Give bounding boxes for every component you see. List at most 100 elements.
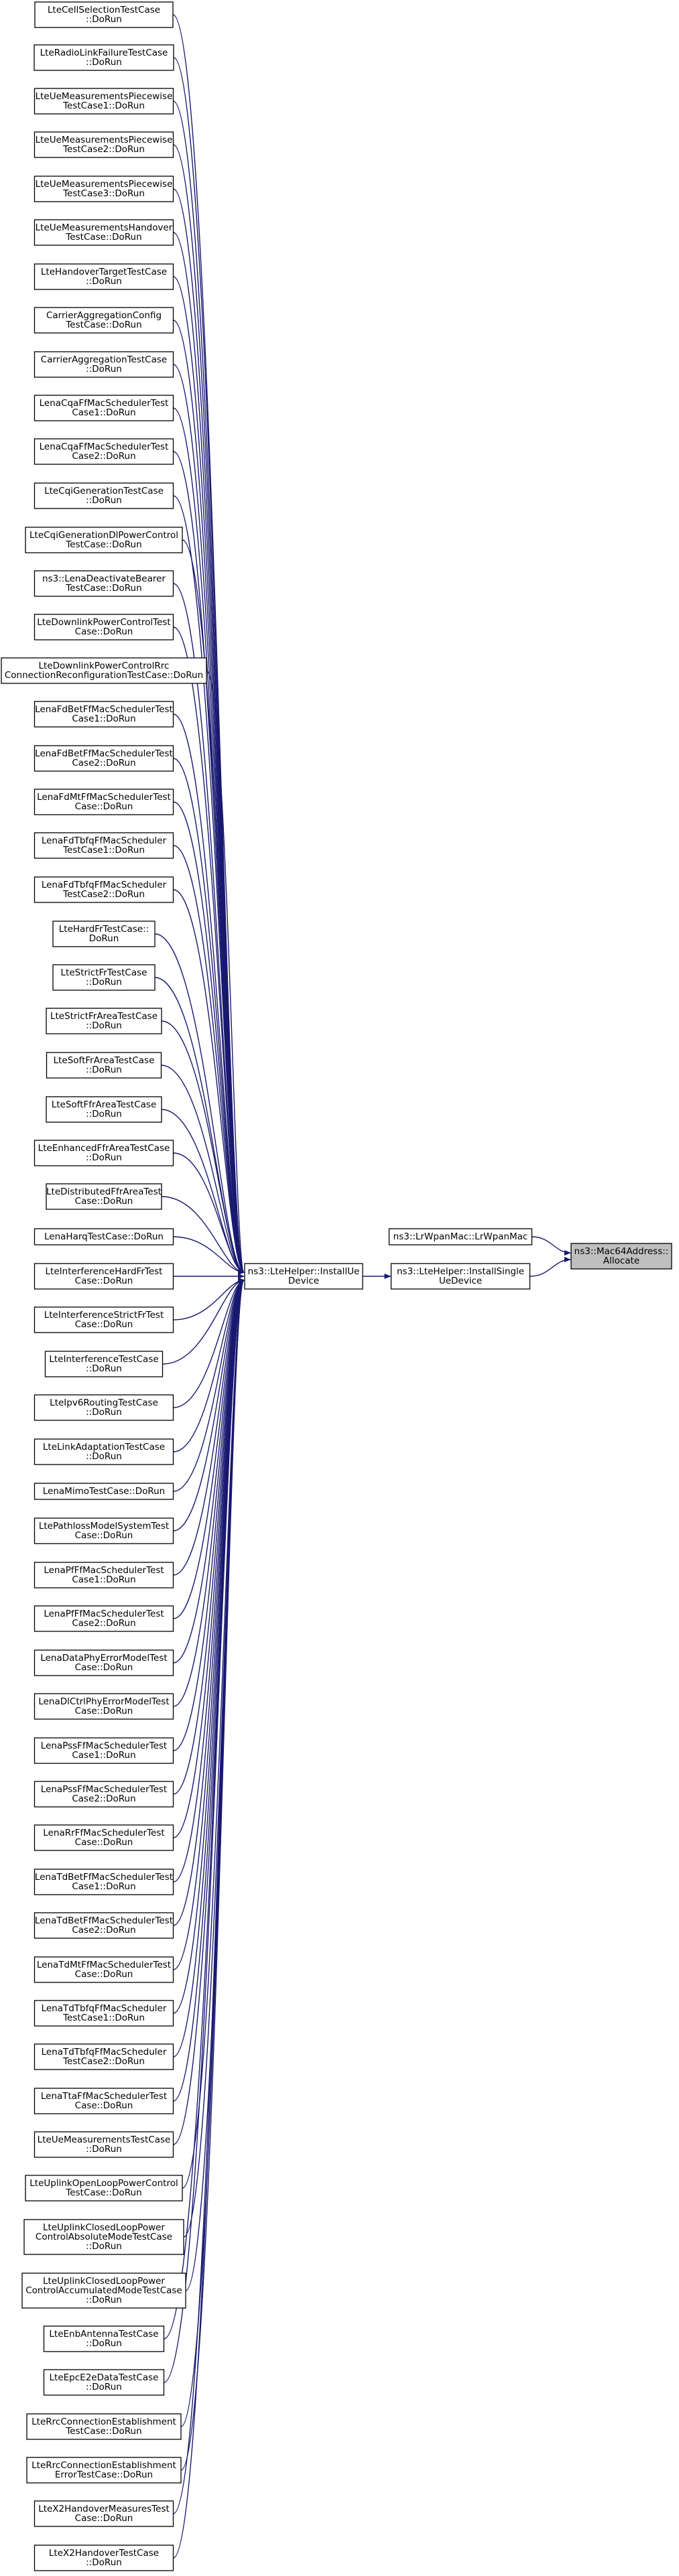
caller-node-29[interactable]: LenaHarqTestCase::DoRun [34,1228,174,1245]
caller-node-52[interactable]: LteUplinkClosedLoopPowerControlAbsoluteM… [23,2219,184,2255]
caller-node-5[interactable]: LteUeMeasurementsPiecewiseTestCase3::DoR… [34,176,174,202]
caller-node-14-label-line-2: TestCase::DoRun [65,583,141,594]
caller-node-16-label-line-2: ConnectionReconfigurationTestCase::DoRun [5,670,203,681]
caller-node-53[interactable]: LteUplinkClosedLoopPowerControlAccumulat… [21,2273,186,2309]
caller-node-50[interactable]: LteUeMeasurementsTestCase::DoRun [34,2131,174,2158]
caller-node-34[interactable]: LteLinkAdaptationTestCase::DoRun [34,1438,174,1465]
caller-node-57-label-line-1: LteRrcConnectionEstablishment [32,2460,176,2471]
caller-node-4[interactable]: LteUeMeasurementsPiecewiseTestCase2::DoR… [34,131,174,158]
caller-node-18-box [34,745,174,772]
caller-node-26[interactable]: LteSoftFfrAreaTestCase::DoRun [46,1096,162,1123]
caller-node-19-box [34,789,174,815]
caller-node-36-label-line-1: LtePathlossModelSystemTest [39,1521,169,1532]
caller-node-12[interactable]: LteCqiGenerationTestCase::DoRun [34,482,174,509]
caller-node-27[interactable]: LteEnhancedFfrAreaTestCase::DoRun [34,1140,174,1166]
caller-node-31-label-line-1: LteInterferenceStrictFrTest [44,1310,164,1320]
edge-caller-22 [154,933,245,1275]
caller-node-51[interactable]: LteUplinkOpenLoopPowerControlTestCase::D… [25,2175,183,2201]
caller-node-3[interactable]: LteUeMeasurementsPiecewiseTestCase1::DoR… [34,88,174,115]
caller-node-21-box [34,876,174,903]
caller-node-16[interactable]: LteDownlinkPowerControlRrcConnectionReco… [1,657,207,684]
caller-node-55[interactable]: LteEpcE2eDataTestCase::DoRun [43,2369,165,2396]
caller-node-29-box [34,1228,174,1245]
node-lrwpan-label-line-1: ns3::LrWpanMac::LrWpanMac [393,1231,528,1242]
caller-node-59[interactable]: LteX2HandoverTestCase::DoRun [34,2545,174,2571]
caller-node-10-box [34,395,174,421]
caller-node-15-label-line-2: Case::DoRun [75,626,133,637]
caller-node-43-label-line-2: Case::DoRun [75,1837,133,1848]
caller-node-4-label-line-1: LteUeMeasurementsPiecewise [36,135,173,145]
caller-node-57-label-line-2: ErrorTestCase::DoRun [55,2469,153,2480]
caller-node-39-label-line-1: LenaDataPhyErrorModelTest [40,1653,167,1664]
caller-node-7-box [34,263,174,290]
caller-node-33-box [34,1394,174,1421]
caller-node-23[interactable]: LteStrictFrTestCase::DoRun [52,964,156,991]
caller-node-56[interactable]: LteRrcConnectionEstablishmentTestCase::D… [26,2413,182,2440]
caller-node-39-label-line-2: Case::DoRun [75,1662,133,1673]
caller-node-9[interactable]: CarrierAggregationTestCase::DoRun [34,351,174,378]
caller-node-7[interactable]: LteHandoverTargetTestCase::DoRun [34,263,174,290]
node-lrwpan[interactable]: ns3::LrWpanMac::LrWpanMac [388,1228,533,1245]
edge-caller-27 [173,1152,245,1275]
caller-node-33[interactable]: LteIpv6RoutingTestCase::DoRun [34,1394,174,1421]
caller-node-25[interactable]: LteSoftFrAreaTestCase::DoRun [46,1052,162,1079]
caller-node-50-label-line-2: ::DoRun [86,2144,122,2155]
caller-node-54[interactable]: LteEnbAntennaTestCase::DoRun [43,2325,165,2352]
caller-node-22[interactable]: LteHardFrTestCase::DoRun [52,921,156,947]
caller-node-30-box [34,1263,174,1290]
caller-node-53-label-line-1: LteUplinkClosedLoopPower [43,2276,165,2287]
caller-node-51-box [25,2175,183,2201]
caller-node-35[interactable]: LenaMimoTestCase::DoRun [34,1483,174,1500]
caller-node-5-box [34,176,174,202]
caller-node-13[interactable]: LteCqiGenerationDlPowerControlTestCase::… [25,527,183,553]
caller-node-2-box [34,44,174,71]
caller-node-58-box [34,2500,174,2527]
caller-node-15-label-line-1: LteDownlinkPowerControlTest [37,617,170,628]
caller-node-57[interactable]: LteRrcConnectionEstablishmentErrorTestCa… [26,2457,182,2484]
caller-node-6-box [34,219,174,246]
node-allocate-focus[interactable]: ns3::Mac64Address::Allocate [570,1243,672,1270]
caller-node-31-box [34,1306,174,1333]
caller-node-44-box [34,1869,174,1895]
caller-node-45-box [34,1912,174,1939]
caller-node-32[interactable]: LteInterferenceTestCase::DoRun [44,1351,164,1377]
caller-node-27-label-line-1: LteEnhancedFfrAreaTestCase [38,1143,170,1154]
node-installsingle-box [390,1263,531,1290]
caller-node-1[interactable]: LteCellSelectionTestCase::DoRun [34,1,174,28]
caller-node-24[interactable]: LteStrictFrAreaTestCase::DoRun [46,1008,162,1034]
caller-node-47-label-line-1: LenaTdTbfqFfMacScheduler [42,2003,167,2014]
caller-node-2[interactable]: LteRadioLinkFailureTestCase::DoRun [34,44,174,71]
